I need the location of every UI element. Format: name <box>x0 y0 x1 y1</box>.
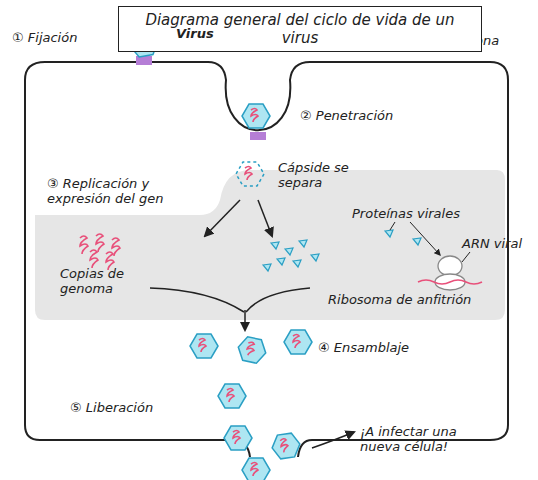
node-text: ③ Replicación y expresión del gen <box>47 176 197 206</box>
part-name: Cápside se separa <box>278 160 358 190</box>
host-cell-path <box>25 62 508 457</box>
callout-number: ① Fijación <box>12 30 132 45</box>
part-name: Copias de genoma <box>60 266 140 296</box>
part-name: ARN viral <box>462 236 537 251</box>
callout-number: ⑤ Liberación <box>70 400 200 415</box>
host-cell: Célula anfitriona③ Replicación y expresi… <box>20 45 515 440</box>
cytoplasm-band-path <box>35 170 505 320</box>
note: ¡A infectar una nueva célula! <box>360 424 490 454</box>
callout-number: ② Penetración <box>300 108 430 123</box>
callout-number: ④ Ensamblaje <box>318 340 448 355</box>
part-name: Virus <box>176 26 236 41</box>
virus <box>242 104 270 128</box>
part-name: Ribosoma de anfitrión <box>328 292 498 307</box>
part-name: Proteínas virales <box>352 206 502 221</box>
diagram-title: Diagrama general del ciclo de vida de un… <box>118 6 482 52</box>
